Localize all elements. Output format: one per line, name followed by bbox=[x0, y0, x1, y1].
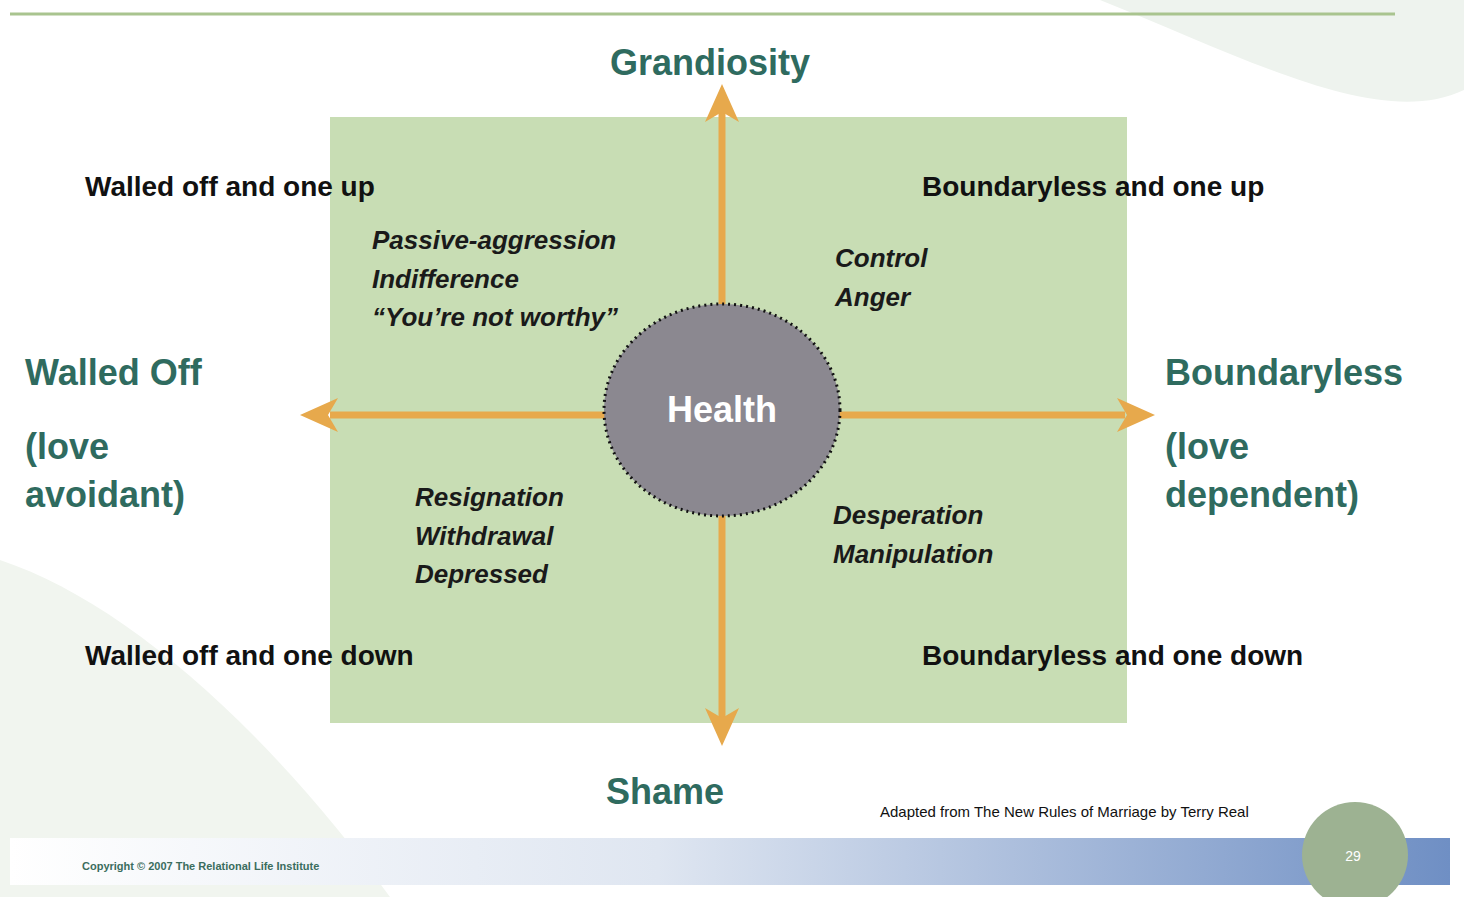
footer-band bbox=[10, 838, 1450, 885]
axis-sublabel: (love dependent) bbox=[1165, 423, 1405, 519]
axis-label: Walled Off bbox=[25, 352, 202, 393]
quadrant-item: Manipulation bbox=[833, 540, 993, 570]
quadrant-item: Desperation bbox=[833, 501, 983, 531]
quadrant-title: Boundaryless and one down bbox=[922, 640, 1303, 672]
quadrant-item: Control bbox=[835, 244, 927, 274]
quadrant-item: “You’re not worthy” bbox=[372, 303, 618, 333]
quadrant-item: Indifference bbox=[372, 265, 519, 295]
page-number: 29 bbox=[1345, 848, 1361, 864]
axis-label: Shame bbox=[606, 771, 724, 812]
quadrant-item: Depressed bbox=[415, 560, 548, 590]
health-circle: Health bbox=[602, 302, 842, 518]
quadrant-item: Resignation bbox=[415, 483, 564, 513]
quadrant-item: Passive-aggression bbox=[372, 226, 616, 256]
quadrant-title: Walled off and one up bbox=[85, 171, 375, 203]
quadrant-title: Walled off and one down bbox=[85, 640, 414, 672]
copyright-note: Copyright © 2007 The Relational Life Ins… bbox=[82, 860, 319, 873]
top-rule bbox=[10, 13, 1395, 16]
quadrant-title: Boundaryless and one up bbox=[922, 171, 1264, 203]
node-label: Health bbox=[667, 389, 777, 431]
axis-sublabel: (love avoidant) bbox=[25, 423, 225, 519]
circle-shape bbox=[604, 304, 840, 516]
axis-label: Grandiosity bbox=[610, 42, 810, 83]
quadrant-field bbox=[330, 117, 1127, 723]
axis-label: Boundaryless bbox=[1165, 352, 1403, 393]
quadrant-item: Withdrawal bbox=[415, 522, 553, 552]
source-caption: Adapted from The New Rules of Marriage b… bbox=[880, 803, 1249, 820]
quadrant-item: Anger bbox=[835, 283, 910, 313]
page-badge bbox=[1302, 802, 1408, 897]
